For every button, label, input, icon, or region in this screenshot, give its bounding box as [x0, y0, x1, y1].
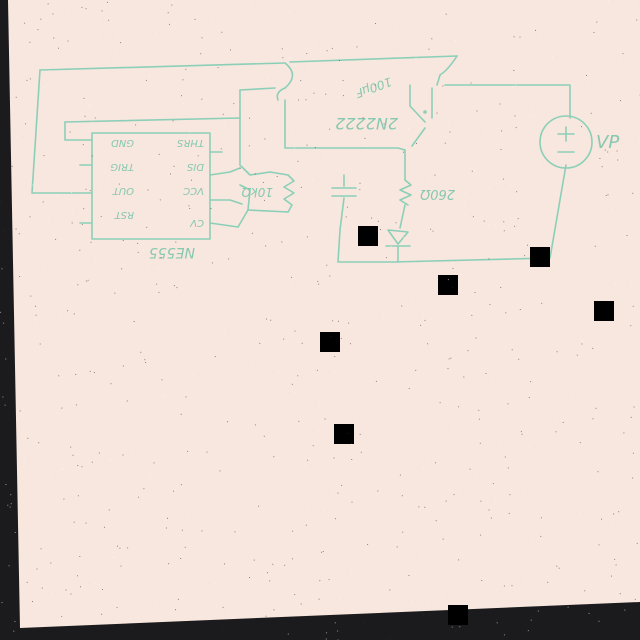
circuit-wires	[31, 55, 571, 263]
marker-square	[358, 226, 378, 246]
pin-cv: CV	[189, 217, 204, 228]
resistor-260-label: 260Ω	[420, 186, 455, 201]
source-label: VP	[596, 132, 619, 153]
pin-out: OUT	[112, 185, 134, 196]
marker-square	[438, 275, 458, 295]
resistor-10k-label: 10kΩ	[241, 185, 273, 199]
pin-gnd: GND	[111, 137, 134, 148]
pin-thrs: THRS	[176, 137, 204, 148]
source-circle	[539, 115, 593, 169]
chip-body	[91, 132, 211, 240]
marker-square	[320, 332, 340, 352]
voltage-source: VP	[539, 115, 619, 169]
marker-square	[530, 247, 550, 267]
paper-sheet	[8, 0, 640, 628]
marker-square	[594, 301, 614, 321]
pin-vcc: VCC	[183, 185, 204, 196]
ne555-chip: VCC DIS THRS CV GND TRIG OUT RST NE555	[91, 132, 211, 260]
chip-name: NE555	[149, 244, 195, 260]
marker-square	[448, 605, 468, 625]
pin-rst: RST	[114, 209, 134, 220]
tracking-markers	[320, 226, 614, 625]
marker-square	[334, 424, 354, 444]
pin-trig: TRIG	[110, 161, 134, 172]
transistor-symbol: 2N2222	[335, 110, 427, 133]
pin-dis: DIS	[186, 161, 204, 172]
transistor-label: 2N2222	[335, 114, 398, 133]
